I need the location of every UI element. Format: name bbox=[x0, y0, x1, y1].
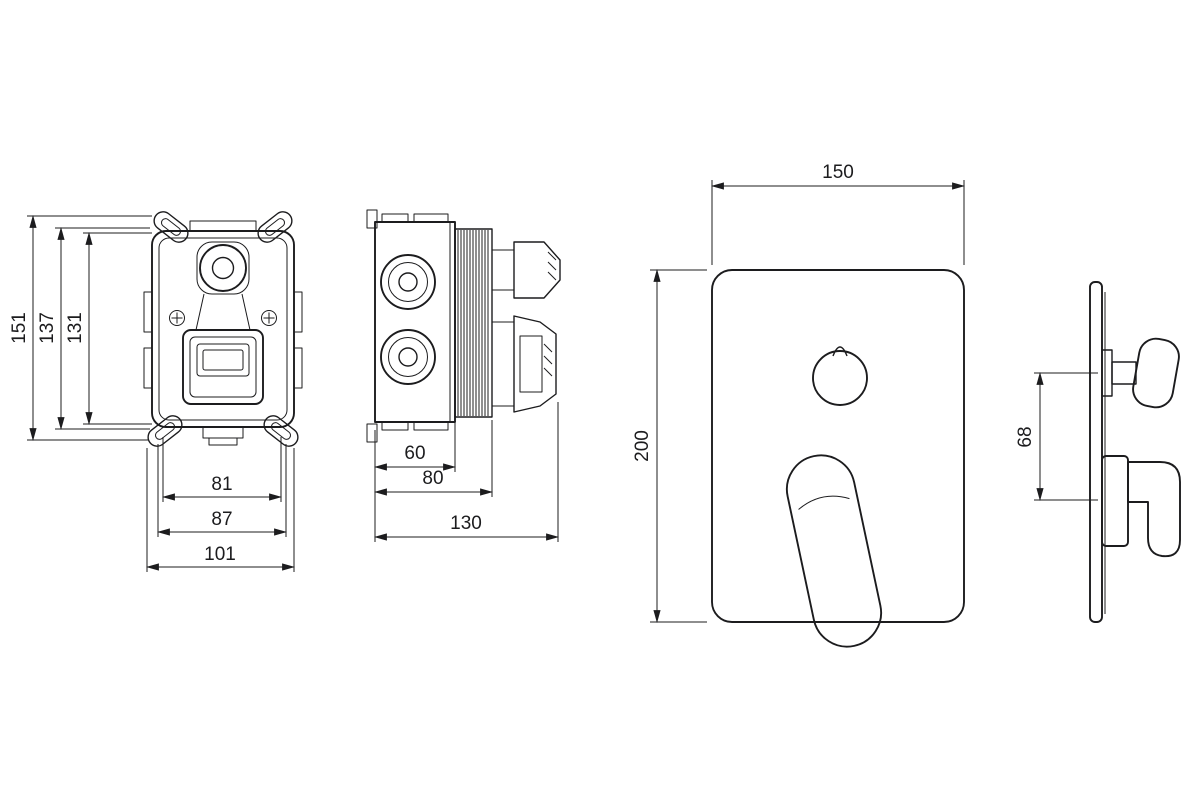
dim-plate-height: 200 bbox=[632, 268, 707, 624]
dim-label-60: 60 bbox=[404, 443, 425, 464]
dim-label-151: 151 bbox=[9, 312, 30, 344]
cartridge-opening-outer bbox=[182, 329, 264, 405]
cartridge-opening-core bbox=[202, 349, 244, 371]
side-lug-bottom bbox=[366, 423, 378, 443]
box-top-plate bbox=[189, 220, 257, 232]
dim-label-101: 101 bbox=[204, 544, 236, 565]
box-side-rib bbox=[143, 347, 153, 389]
mounting-lug-bottom-right bbox=[263, 415, 299, 447]
dim-inner-height: 131 bbox=[65, 231, 152, 426]
side-step-top-b bbox=[413, 213, 449, 223]
trim-plate-side-view bbox=[1089, 281, 1181, 623]
dim-adjust-depth: 80 bbox=[373, 420, 494, 497]
boss-taper-line bbox=[241, 293, 251, 331]
trim-front-dimensions: 150 200 bbox=[632, 162, 966, 624]
side-body bbox=[374, 221, 456, 423]
upper-port-inner bbox=[211, 256, 235, 280]
dim-total-depth: 130 bbox=[373, 402, 560, 542]
dim-label-87: 87 bbox=[211, 509, 232, 530]
dim-outer-width: 101 bbox=[145, 448, 296, 572]
diverter-pointer bbox=[832, 346, 848, 357]
trim-plate-front-view bbox=[711, 269, 965, 648]
box-bottom-tab-small bbox=[208, 437, 238, 446]
dim-label-137: 137 bbox=[37, 312, 58, 344]
diverter-knob-side bbox=[1101, 337, 1180, 409]
side-step-bottom-b bbox=[413, 421, 449, 431]
dim-label-68: 68 bbox=[1015, 426, 1036, 447]
rough-in-box-front-view bbox=[143, 211, 303, 447]
dim-plate-width: 150 bbox=[710, 162, 966, 265]
box-side-rib bbox=[293, 291, 303, 333]
plate-profile bbox=[1089, 281, 1103, 623]
fixing-screw-left bbox=[169, 310, 185, 326]
mixer-handle bbox=[785, 454, 883, 648]
box-body-outer bbox=[151, 230, 295, 428]
dim-label-80: 80 bbox=[422, 468, 443, 489]
inlet-port-bottom bbox=[380, 329, 436, 385]
front-view-dimensions: 151 137 131 81 87 bbox=[9, 214, 296, 572]
ribbed-depth-section bbox=[454, 228, 493, 418]
dim-mid-width: 87 bbox=[156, 444, 288, 537]
dim-label-130: 130 bbox=[450, 513, 482, 534]
trim-side-dimensions: 68 bbox=[1015, 371, 1098, 502]
mounting-lug-bottom-left bbox=[147, 415, 183, 447]
dim-label-200: 200 bbox=[632, 430, 653, 462]
upper-port-outer bbox=[199, 244, 247, 292]
dim-body-depth: 60 bbox=[373, 423, 457, 542]
dim-handle-spacing: 68 bbox=[1015, 371, 1098, 502]
dim-label-131: 131 bbox=[65, 312, 86, 344]
cartridge-opening-frame bbox=[196, 343, 250, 377]
dim-inner-width: 81 bbox=[161, 437, 283, 502]
dim-mid-height: 137 bbox=[37, 226, 150, 431]
side-view-dimensions: 60 80 130 bbox=[373, 402, 560, 542]
connector-top bbox=[491, 241, 561, 299]
upper-boss bbox=[196, 241, 250, 295]
diverter-knob bbox=[812, 350, 868, 406]
dim-overall-height: 151 bbox=[9, 214, 152, 442]
trim-plate bbox=[711, 269, 965, 623]
side-step-bottom-a bbox=[381, 421, 409, 431]
side-step-top-a bbox=[381, 213, 409, 223]
boss-taper-line bbox=[195, 293, 205, 331]
dim-label-81: 81 bbox=[211, 474, 232, 495]
mixer-handle-side bbox=[1101, 455, 1181, 558]
box-side-rib bbox=[293, 347, 303, 389]
side-lug-top bbox=[366, 209, 378, 229]
fixing-screw-right bbox=[261, 310, 277, 326]
dim-label-150: 150 bbox=[822, 162, 854, 183]
rough-in-box-side-view bbox=[366, 209, 561, 443]
connector-bottom bbox=[491, 315, 557, 413]
mounting-lug-top-right bbox=[257, 211, 293, 243]
inlet-port-top bbox=[380, 254, 436, 310]
mounting-lug-top-left bbox=[153, 211, 189, 243]
box-side-rib bbox=[143, 291, 153, 333]
cartridge-opening-mid bbox=[189, 336, 257, 398]
box-bottom-tab bbox=[202, 426, 244, 439]
box-body-inner bbox=[158, 237, 288, 421]
